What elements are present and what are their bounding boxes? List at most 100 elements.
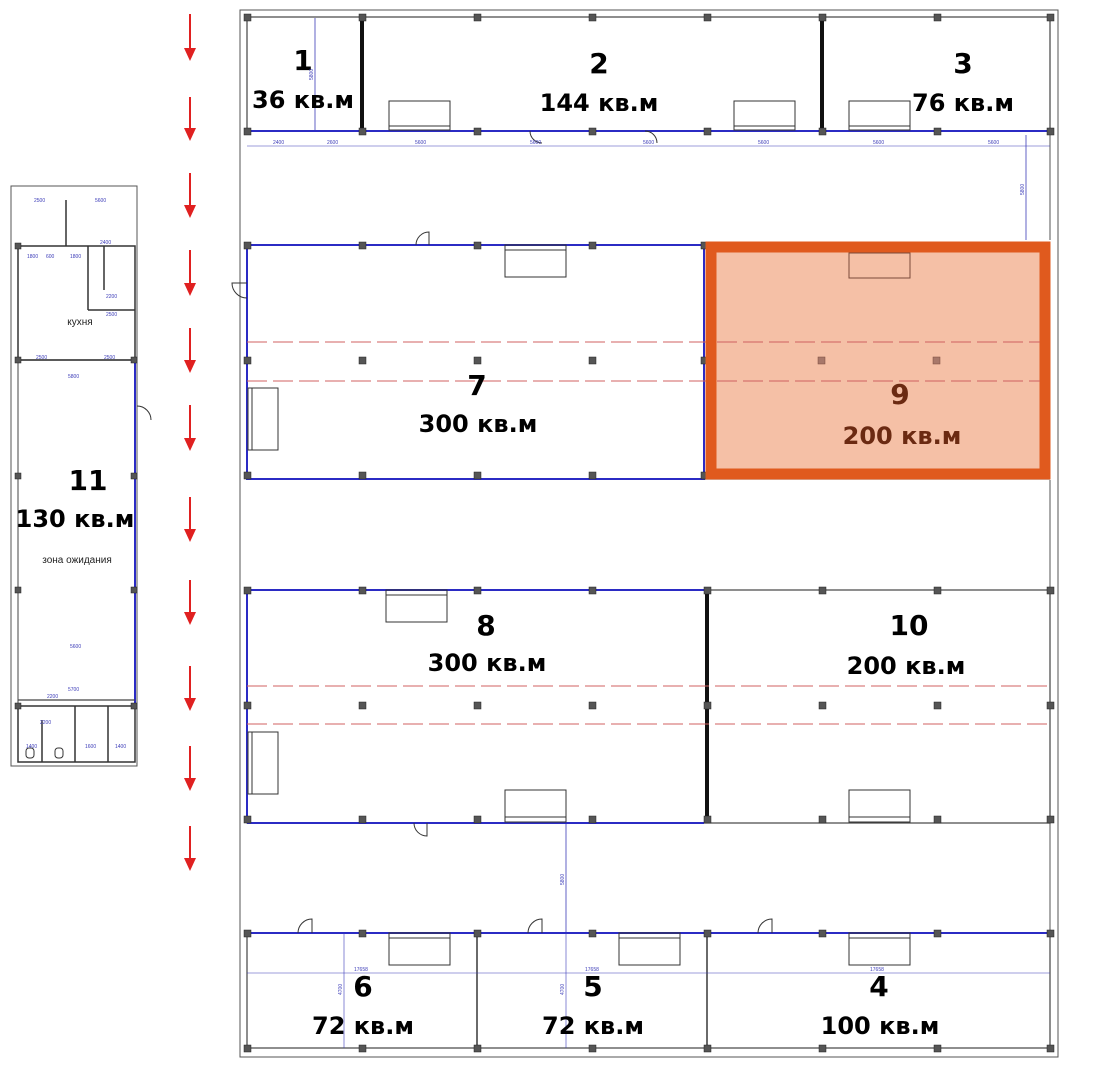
unit-8-label: 8 300 кв.м bbox=[428, 609, 547, 677]
down-arrow-icon bbox=[184, 97, 196, 141]
svg-text:2400: 2400 bbox=[100, 240, 111, 246]
unit-9-highlight bbox=[705, 241, 1051, 480]
svg-text:144 кв.м: 144 кв.м bbox=[540, 89, 659, 117]
svg-text:1400: 1400 bbox=[26, 744, 37, 750]
svg-text:5600: 5600 bbox=[530, 140, 541, 146]
door-icon bbox=[297, 918, 773, 934]
waiting-zone-label: зона ожидания bbox=[42, 555, 112, 566]
kitchen-label: кухня bbox=[67, 317, 92, 328]
svg-text:200 кв.м: 200 кв.м bbox=[847, 652, 966, 680]
svg-text:5800: 5800 bbox=[560, 874, 566, 885]
bottom-dimensions: 17658 17658 17658 bbox=[354, 967, 884, 973]
svg-text:17658: 17658 bbox=[870, 967, 884, 973]
svg-text:7: 7 bbox=[467, 369, 486, 402]
svg-text:300 кв.м: 300 кв.м bbox=[428, 649, 547, 677]
svg-text:5800: 5800 bbox=[1020, 184, 1026, 195]
svg-text:76 кв.м: 76 кв.м bbox=[912, 89, 1014, 117]
flow-arrows bbox=[184, 14, 196, 871]
svg-text:17658: 17658 bbox=[354, 967, 368, 973]
svg-text:600: 600 bbox=[46, 254, 55, 260]
door-icon bbox=[413, 822, 428, 837]
bottom-block: 17658 17658 17658 6 72 кв.м 5 72 кв.м 4 … bbox=[243, 918, 1055, 1053]
unit-4-label: 4 100 кв.м bbox=[821, 970, 940, 1040]
unit-2-label: 2 144 кв.м bbox=[540, 47, 659, 117]
column-markers bbox=[243, 241, 709, 480]
unit-11-label: 11 130 кв.м bbox=[16, 464, 135, 533]
svg-text:2400: 2400 bbox=[273, 140, 284, 146]
svg-text:2500: 2500 bbox=[34, 198, 45, 204]
svg-text:9: 9 bbox=[890, 378, 909, 411]
unit-6-label: 6 72 кв.м bbox=[312, 970, 414, 1040]
unit-9-label: 9 200 кв.м bbox=[843, 378, 962, 450]
top-dimensions: 2400 2600 5600 5600 5600 5600 5600 5600 bbox=[273, 140, 999, 146]
down-arrow-icon bbox=[184, 666, 196, 711]
svg-text:5600: 5600 bbox=[95, 198, 106, 204]
unit-10-label: 10 200 кв.м bbox=[847, 609, 966, 680]
down-arrow-icon bbox=[184, 405, 196, 451]
svg-text:6: 6 bbox=[353, 970, 372, 1003]
unit-5-label: 5 72 кв.м bbox=[542, 970, 644, 1040]
svg-text:5800: 5800 bbox=[309, 69, 315, 80]
svg-text:2: 2 bbox=[589, 47, 608, 80]
svg-text:2600: 2600 bbox=[327, 140, 338, 146]
down-arrow-icon bbox=[184, 328, 196, 373]
svg-text:5600: 5600 bbox=[873, 140, 884, 146]
down-arrow-icon bbox=[184, 580, 196, 625]
column-markers bbox=[243, 13, 1055, 136]
gate-icon bbox=[247, 244, 911, 451]
down-arrow-icon bbox=[184, 746, 196, 791]
svg-text:2500: 2500 bbox=[106, 312, 117, 318]
svg-text:8: 8 bbox=[476, 609, 495, 642]
svg-text:36 кв.м: 36 кв.м bbox=[252, 86, 354, 114]
svg-text:5: 5 bbox=[583, 970, 602, 1003]
unit-7-label: 7 300 кв.м bbox=[419, 369, 538, 438]
vertical-dimensions: 5800 5800 5800 4700 4700 bbox=[309, 69, 1026, 995]
middle-block: 7 300 кв.м 9 200 кв.м bbox=[231, 231, 1051, 480]
svg-text:4: 4 bbox=[869, 970, 888, 1003]
column-markers bbox=[14, 242, 138, 710]
svg-text:130 кв.м: 130 кв.м bbox=[16, 505, 135, 533]
svg-text:1: 1 bbox=[293, 44, 312, 77]
unit-1-label: 1 36 кв.м bbox=[252, 44, 354, 114]
svg-text:17658: 17658 bbox=[585, 967, 599, 973]
svg-text:2200: 2200 bbox=[106, 294, 117, 300]
svg-text:300 кв.м: 300 кв.м bbox=[419, 410, 538, 438]
door-icon bbox=[529, 130, 658, 144]
down-arrow-icon bbox=[184, 250, 196, 296]
down-arrow-icon bbox=[184, 497, 196, 542]
down-arrow-icon bbox=[184, 14, 196, 61]
svg-text:4700: 4700 bbox=[560, 984, 566, 995]
svg-text:5600: 5600 bbox=[643, 140, 654, 146]
svg-text:10: 10 bbox=[890, 609, 929, 642]
svg-text:2500: 2500 bbox=[36, 355, 47, 361]
building-outline bbox=[239, 9, 1059, 1058]
svg-text:72 кв.м: 72 кв.м bbox=[542, 1012, 644, 1040]
top-block: 2400 2600 5600 5600 5600 5600 5600 5600 … bbox=[243, 13, 1055, 147]
column-markers bbox=[243, 586, 1055, 824]
gate-icon bbox=[388, 932, 911, 966]
svg-text:5800: 5800 bbox=[68, 374, 79, 380]
lower-block: 8 300 кв.м 10 200 кв.м bbox=[243, 586, 1055, 837]
svg-text:3: 3 bbox=[953, 47, 972, 80]
column-markers bbox=[243, 929, 1055, 1053]
svg-text:1400: 1400 bbox=[115, 744, 126, 750]
toilet-icon bbox=[25, 747, 64, 759]
svg-text:11: 11 bbox=[69, 464, 108, 497]
svg-text:5600: 5600 bbox=[70, 644, 81, 650]
svg-text:2200: 2200 bbox=[40, 720, 51, 726]
svg-text:72 кв.м: 72 кв.м bbox=[312, 1012, 414, 1040]
svg-text:5600: 5600 bbox=[988, 140, 999, 146]
svg-text:2500: 2500 bbox=[104, 355, 115, 361]
side-block: 2500 5600 2400 1800 600 1800 2200 2500 2… bbox=[10, 185, 152, 767]
svg-text:1800: 1800 bbox=[70, 254, 81, 260]
down-arrow-icon bbox=[184, 173, 196, 218]
unit-3-label: 3 76 кв.м bbox=[912, 47, 1014, 117]
door-icon bbox=[136, 405, 152, 421]
svg-text:1800: 1800 bbox=[27, 254, 38, 260]
svg-text:5600: 5600 bbox=[415, 140, 426, 146]
gate-icon bbox=[247, 589, 911, 823]
svg-text:4700: 4700 bbox=[338, 984, 344, 995]
svg-text:100 кв.м: 100 кв.м bbox=[821, 1012, 940, 1040]
svg-text:5700: 5700 bbox=[68, 687, 79, 693]
